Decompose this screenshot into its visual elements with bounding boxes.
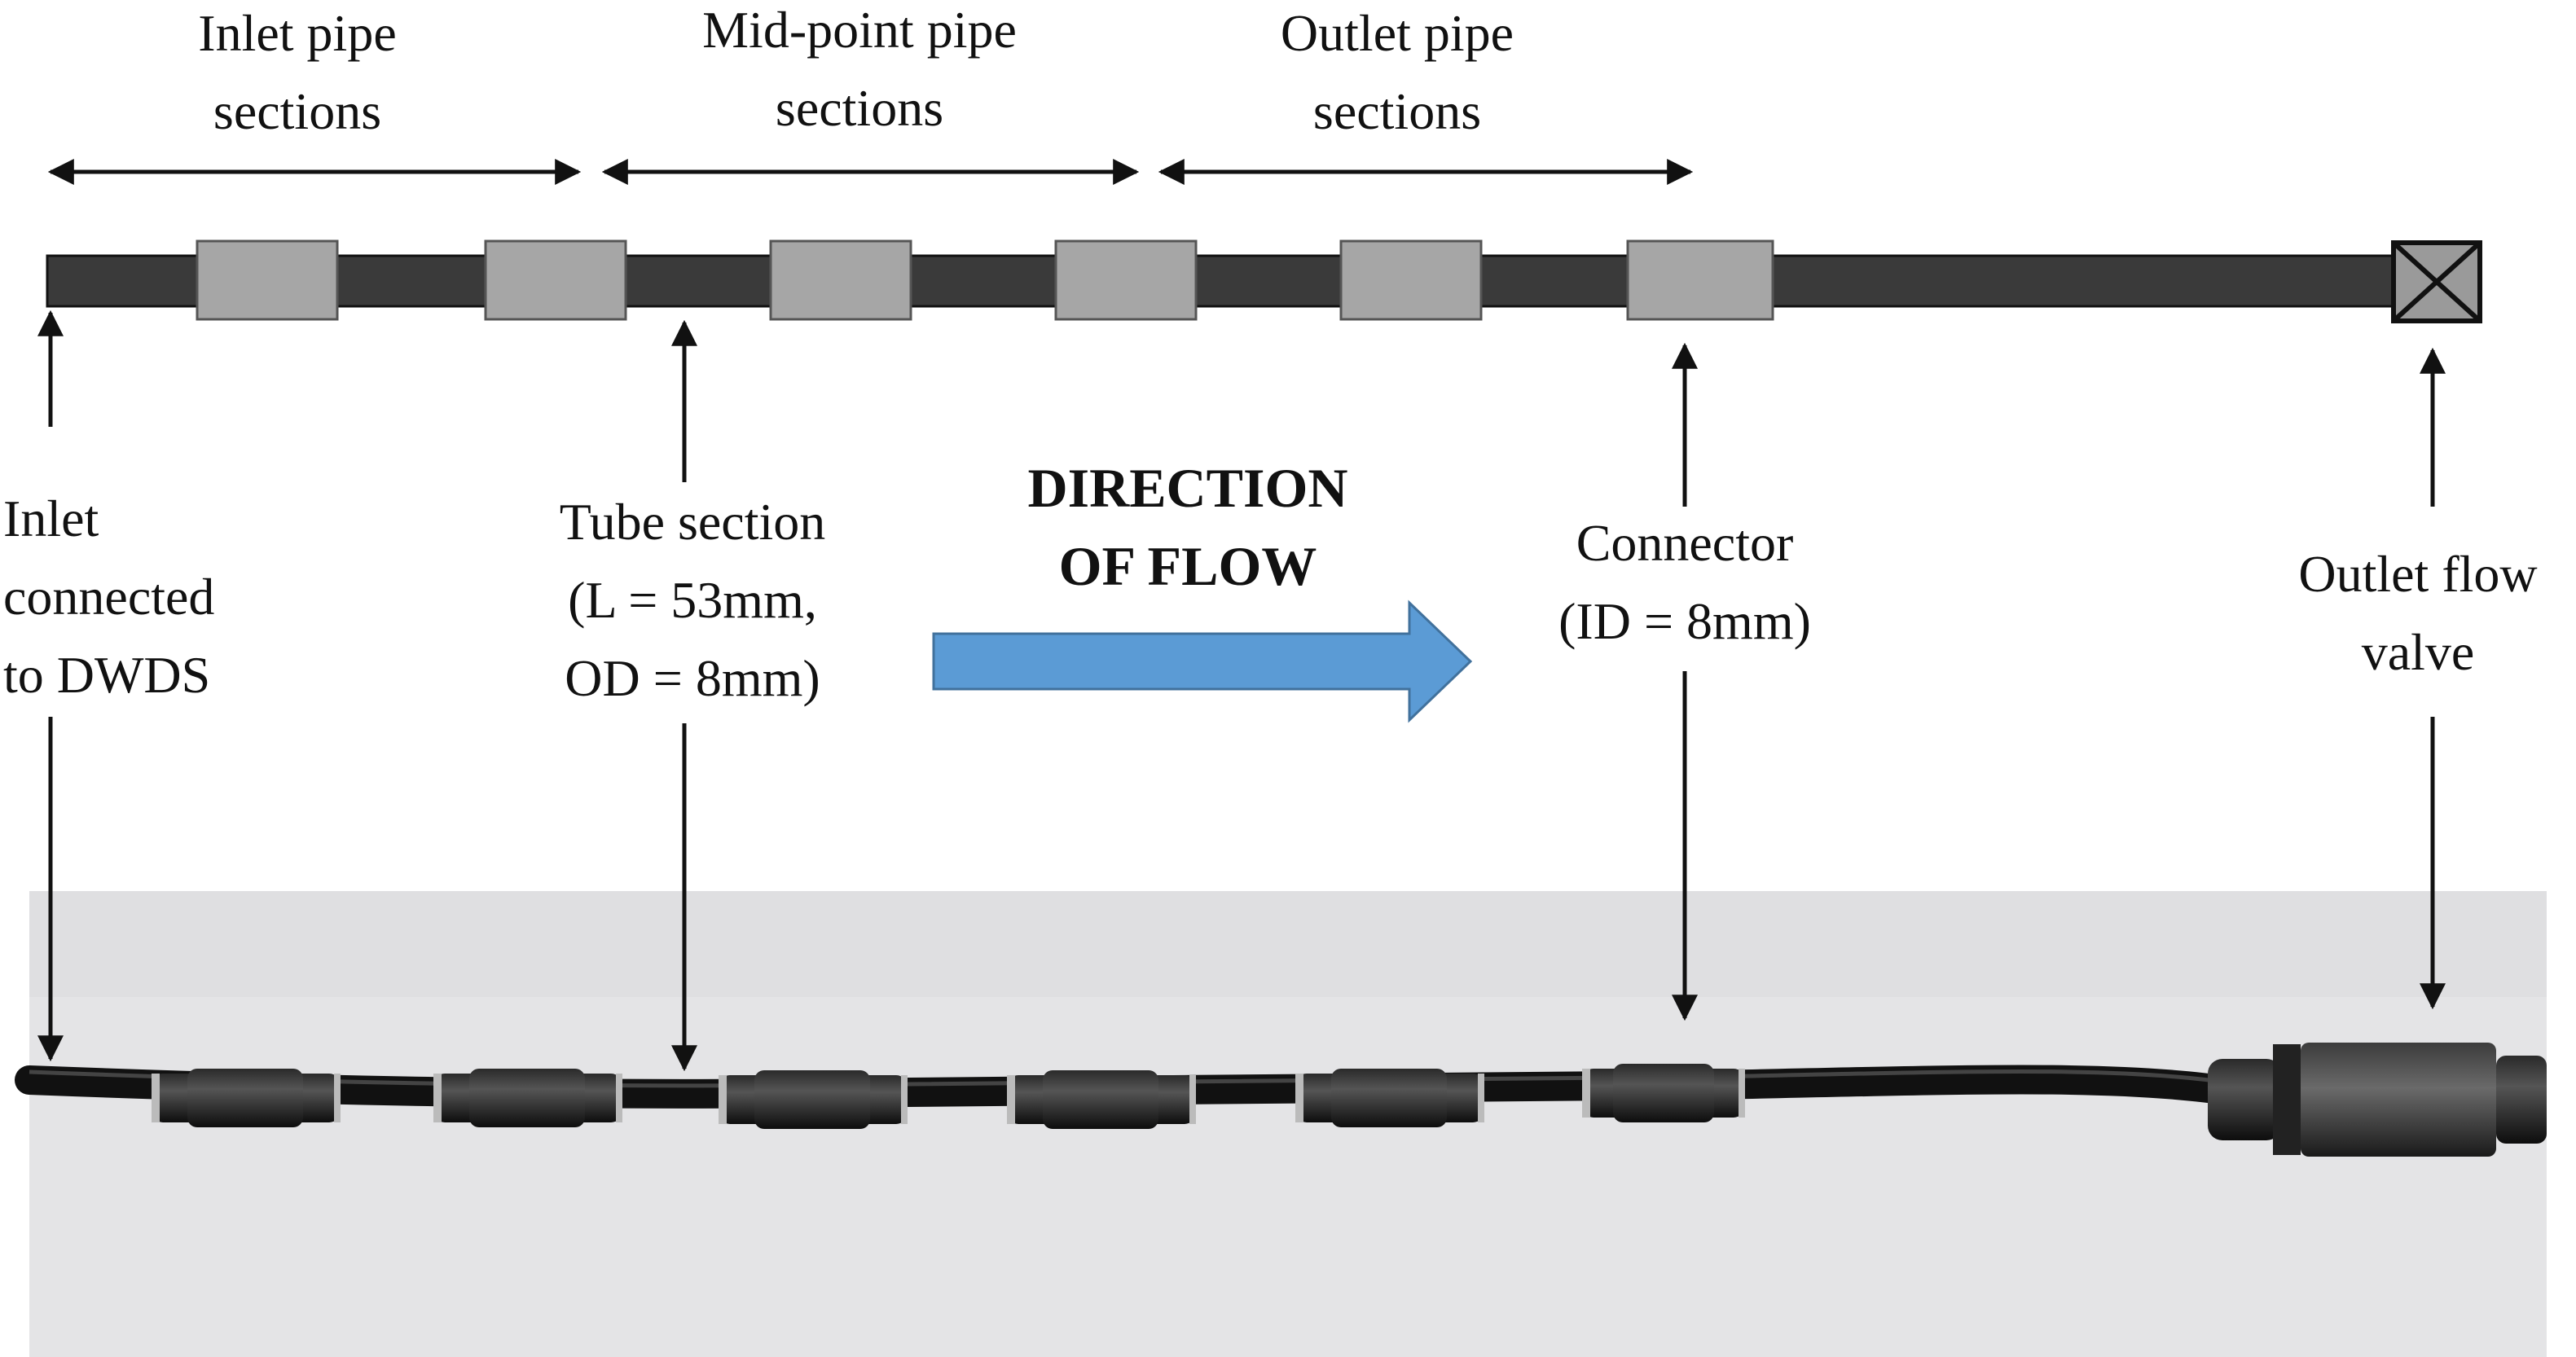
photo-connector [152,1069,341,1127]
schematic-tube [46,254,2395,308]
inlet-callout-line2: connected [3,568,214,626]
tube-callout-label: Tube section (L = 53mm, OD = 8mm) [560,493,826,707]
outlet-sections-line2: sections [1313,82,1481,140]
schematic-connector [196,239,339,321]
photo-tube [15,1065,2247,1109]
photo-connector [1007,1070,1196,1129]
schematic-connector [1339,239,1483,321]
midpoint-sections-line2: sections [776,79,943,137]
photo-connector [719,1070,908,1129]
midpoint-sections-label: Mid-point pipe sections [702,1,1017,137]
photo-outlet-valve [2208,1043,2547,1157]
photo-connector [1295,1069,1484,1127]
photo-connector [433,1069,622,1127]
inlet-sections-line2: sections [213,82,381,140]
valve-callout-label: Outlet flow valve [2298,545,2537,681]
schematic-connector [1626,239,1774,321]
pipe-rig-photo [15,891,2547,1357]
valve-callout-line1: Outlet flow [2298,545,2537,603]
tube-callout-line1: Tube section [560,493,826,551]
inlet-callout-label: Inlet connected to DWDS [3,490,214,704]
inlet-sections-line1: Inlet pipe [198,4,396,62]
direction-of-flow-label: DIRECTION OF FLOW [1028,457,1348,597]
schematic-connector [484,239,627,321]
connector-callout-line1: Connector [1576,514,1794,572]
schematic-pipe [46,239,2482,323]
schematic-connector [769,239,912,321]
valve-callout-line2: valve [2362,623,2475,681]
inlet-sections-label: Inlet pipe sections [198,4,396,140]
flow-direction-arrow [932,599,1473,723]
tube-callout-line3: OD = 8mm) [565,649,820,707]
valve-icon [2391,240,2482,323]
flow-label-line1: DIRECTION [1028,457,1348,519]
outlet-sections-label: Outlet pipe sections [1281,4,1514,140]
inlet-callout-line1: Inlet [3,490,99,547]
outlet-sections-line1: Outlet pipe [1281,4,1514,62]
tube-callout-line2: (L = 53mm, [568,571,817,629]
flow-label-line2: OF FLOW [1059,535,1317,597]
midpoint-sections-line1: Mid-point pipe [702,1,1017,59]
inlet-callout-line3: to DWDS [3,646,210,704]
connector-callout-label: Connector (ID = 8mm) [1558,514,1811,650]
connector-callout-line2: (ID = 8mm) [1558,592,1811,650]
photo-connector [1582,1064,1745,1122]
schematic-connector [1054,239,1198,321]
